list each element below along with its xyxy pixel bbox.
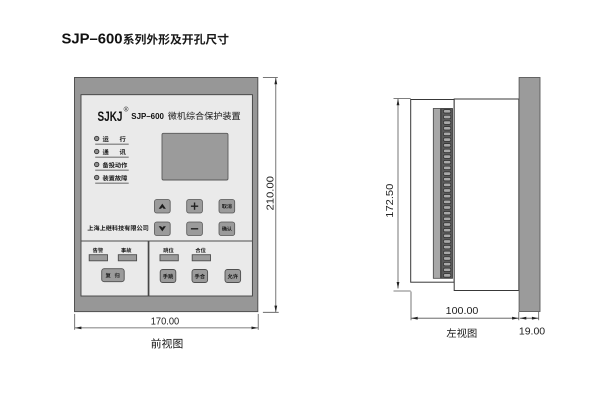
- svg-text:100.00: 100.00: [446, 305, 479, 317]
- svg-text:172.50: 172.50: [384, 184, 396, 218]
- svg-text:19.00: 19.00: [519, 326, 545, 338]
- svg-text:170.00: 170.00: [151, 316, 180, 328]
- svg-text:SJKJ: SJKJ: [98, 109, 123, 124]
- svg-text:SJP–600: SJP–600: [131, 112, 164, 121]
- svg-text:SJP–600: SJP–600: [62, 31, 123, 47]
- svg-text:210.00: 210.00: [265, 176, 277, 211]
- svg-text:®: ®: [124, 105, 129, 113]
